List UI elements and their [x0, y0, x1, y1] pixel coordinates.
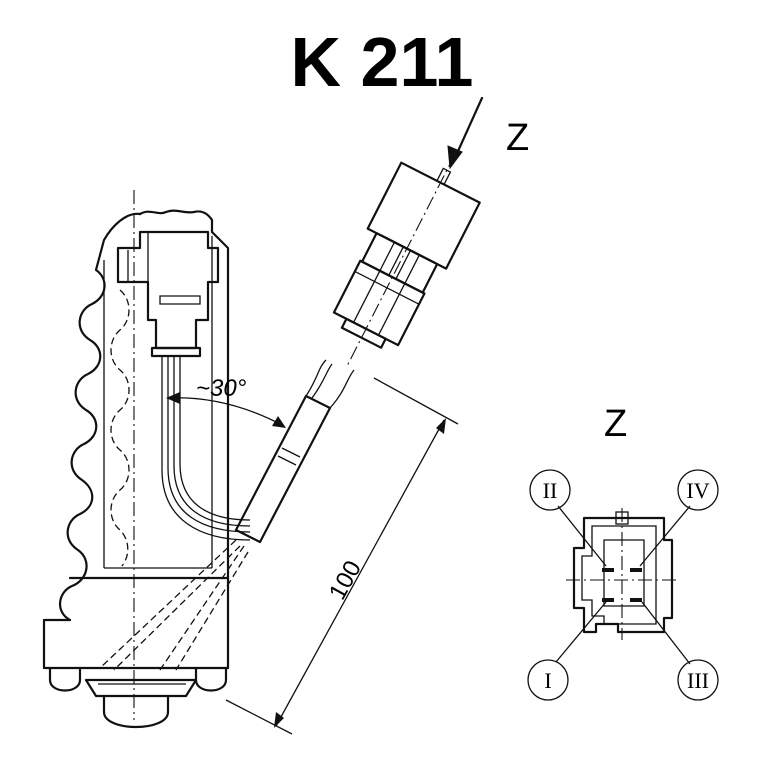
angle-dimension: ~30°	[166, 375, 286, 428]
length-label: 100	[324, 556, 367, 604]
pin-callout-iv: IV	[677, 469, 719, 511]
inner-connector	[116, 230, 220, 358]
drawing-title: K 211	[291, 23, 474, 101]
pin-label-iv: IV	[686, 478, 709, 503]
length-dimension: 100	[225, 377, 459, 735]
pin-callout-i: I	[527, 659, 569, 701]
pin-callout-ii: II	[529, 469, 571, 511]
pin-callout-iii: III	[677, 659, 719, 701]
switch-body	[42, 190, 230, 720]
detail-view-label: Z	[604, 403, 627, 445]
switch-base	[48, 666, 228, 728]
internal-wires	[99, 356, 251, 671]
pin-label-iii: III	[687, 668, 709, 693]
pin-label-i: I	[544, 668, 551, 693]
cable-assembly	[234, 153, 481, 544]
view-arrow-label: Z	[506, 117, 529, 159]
angle-label: ~30°	[196, 375, 247, 402]
detail-view-z: Z II IV I III	[527, 403, 719, 701]
view-arrow: Z	[447, 96, 529, 170]
pin-label-ii: II	[543, 478, 558, 503]
